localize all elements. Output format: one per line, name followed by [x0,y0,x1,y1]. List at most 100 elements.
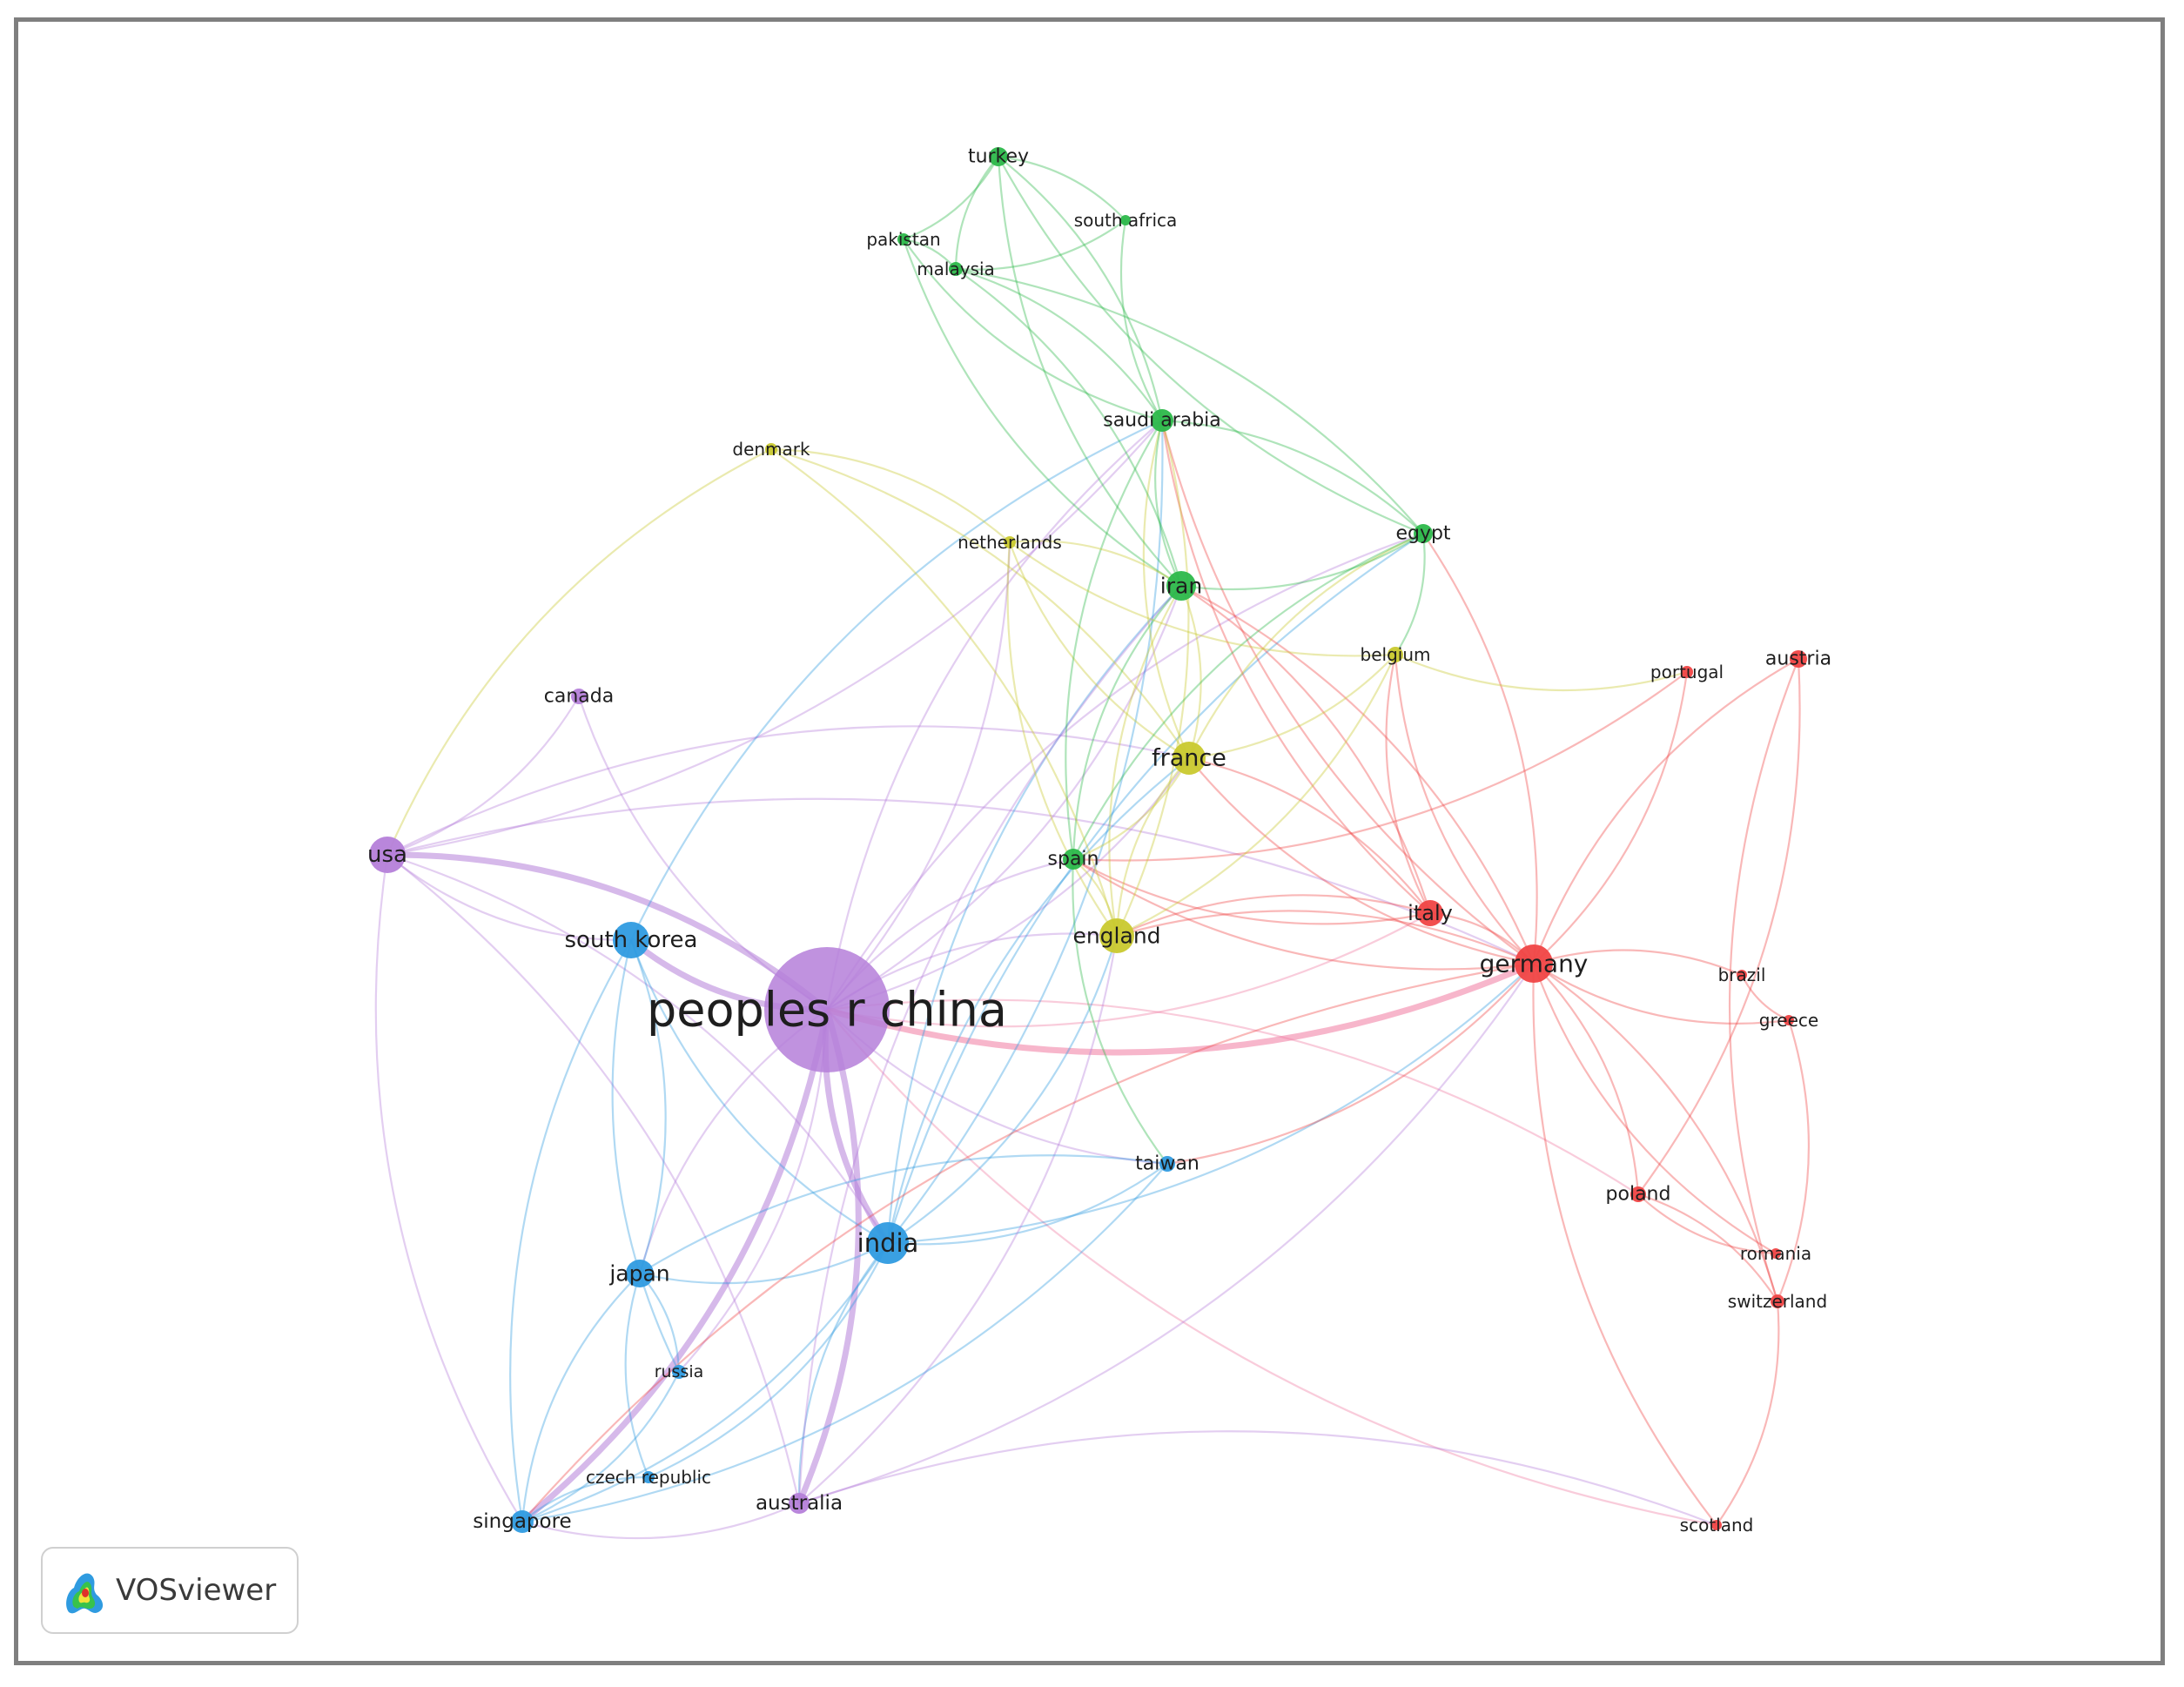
link-iran-spain [1072,585,1182,860]
link-denmark-england [770,448,1119,937]
link-usa-canada [386,696,580,857]
node-switzerland[interactable] [1771,1294,1784,1308]
link-india-egypt [886,533,1424,1244]
link-japan-singapore [521,1273,641,1522]
node-label-usa: usa [367,842,407,868]
node-portugal[interactable] [1681,666,1693,678]
node-label-iran: iran [1160,574,1202,599]
link-iran-turkey [997,156,1182,587]
nodes-layer [369,147,1807,1533]
link-turkey-pakistan [903,156,999,241]
link-germany-singapore [521,962,1535,1522]
link-malaysia-southafrica [955,219,1126,271]
link-usa-australia [386,854,801,1504]
node-egypt[interactable] [1414,524,1433,543]
link-germany-taiwan [1166,963,1535,1166]
node-netherlands[interactable] [1004,536,1016,548]
node-china[interactable] [764,947,890,1072]
node-poland[interactable] [1630,1186,1646,1202]
figure-frame [14,17,2165,1665]
link-india-czech [648,1242,889,1479]
link-germany-saudi [1160,420,1535,964]
link-southkorea-saudi [630,419,1163,941]
link-portugal-spain [1072,671,1688,862]
node-label-england: england [1072,924,1160,949]
vosviewer-logo-icon [66,1573,104,1614]
link-germany-portugal [1533,671,1689,964]
link-usa-saudi [386,420,1163,857]
link-denmark-netherlands [770,447,1011,543]
link-germany-brazil [1533,949,1743,977]
node-germany[interactable] [1515,944,1553,983]
link-southkorea-india [629,939,889,1244]
node-greece[interactable] [1784,1015,1794,1025]
node-russia[interactable] [672,1365,686,1379]
link-austria-switzerland [1728,658,1800,1302]
node-brazil[interactable] [1737,970,1747,980]
link-netherlands-belgium [1009,541,1396,657]
link-china-netherlands [826,541,1011,1011]
node-austria[interactable] [1790,650,1807,668]
node-canada[interactable] [571,689,587,704]
node-singapore[interactable] [511,1510,534,1533]
link-germany-belgium [1394,654,1535,964]
link-china-australia [796,1009,862,1505]
node-romania[interactable] [1771,1248,1781,1259]
node-saudi[interactable] [1151,409,1173,432]
node-czech[interactable] [642,1471,655,1483]
link-germany-iran [1180,585,1536,964]
node-denmark[interactable] [765,443,777,455]
brand-label: VOSviewer [116,1573,277,1608]
node-iran[interactable] [1166,571,1196,601]
node-label-germany: germany [1480,950,1589,978]
node-malaysia[interactable] [949,262,963,276]
link-iran-egypt [1180,533,1424,591]
node-scotland[interactable] [1711,1520,1722,1530]
node-india[interactable] [867,1222,909,1264]
node-japan[interactable] [626,1260,654,1287]
node-australia[interactable] [789,1493,810,1514]
node-label-southkorea: south korea [565,927,698,953]
link-poland-romania [1637,1193,1777,1255]
link-brazil-greece [1741,974,1790,1022]
node-southkorea[interactable] [613,922,649,958]
link-italy-belgium [1385,654,1431,914]
node-label-canada: canada [544,686,614,708]
node-belgium[interactable] [1388,647,1403,662]
link-netherlands-iran [1009,540,1182,587]
node-label-switzerland: switzerland [1728,1291,1827,1312]
link-india-singapore [521,1242,889,1523]
node-france[interactable] [1173,742,1206,775]
link-iran-pakistan [902,239,1182,587]
link-india-japan [639,1242,889,1285]
link-japan-czech [624,1273,650,1478]
node-southafrica[interactable] [1120,215,1131,225]
node-italy[interactable] [1417,900,1443,926]
node-label-czech: czech republic [586,1467,711,1488]
link-turkey-egypt [998,156,1424,535]
node-label-china: peoples r china [647,983,1007,1038]
link-india-taiwan [887,1163,1168,1246]
link-southkorea-russia [611,939,680,1373]
node-label-france: france [1152,745,1226,772]
link-taiwan-singapore [521,1163,1168,1523]
link-usa-southkorea [386,854,632,942]
link-china-scotland [826,1009,1717,1527]
link-australia-england [798,935,1119,1504]
node-taiwan[interactable] [1159,1156,1175,1172]
link-czech-singapore [521,1475,649,1522]
node-usa[interactable] [369,837,406,873]
link-saudi-malaysia [955,267,1163,421]
node-england[interactable] [1099,918,1134,953]
node-pakistan[interactable] [897,233,910,245]
node-spain[interactable] [1063,849,1084,870]
link-usa-india [386,853,889,1244]
link-southkorea-japan [629,939,667,1274]
node-turkey[interactable] [989,147,1008,166]
link-saudi-spain [1065,420,1163,860]
link-germany-poland [1533,963,1640,1195]
link-spain-taiwan [1072,858,1168,1165]
link-china-iran [826,585,1183,1011]
link-italy-iran [1180,585,1432,914]
